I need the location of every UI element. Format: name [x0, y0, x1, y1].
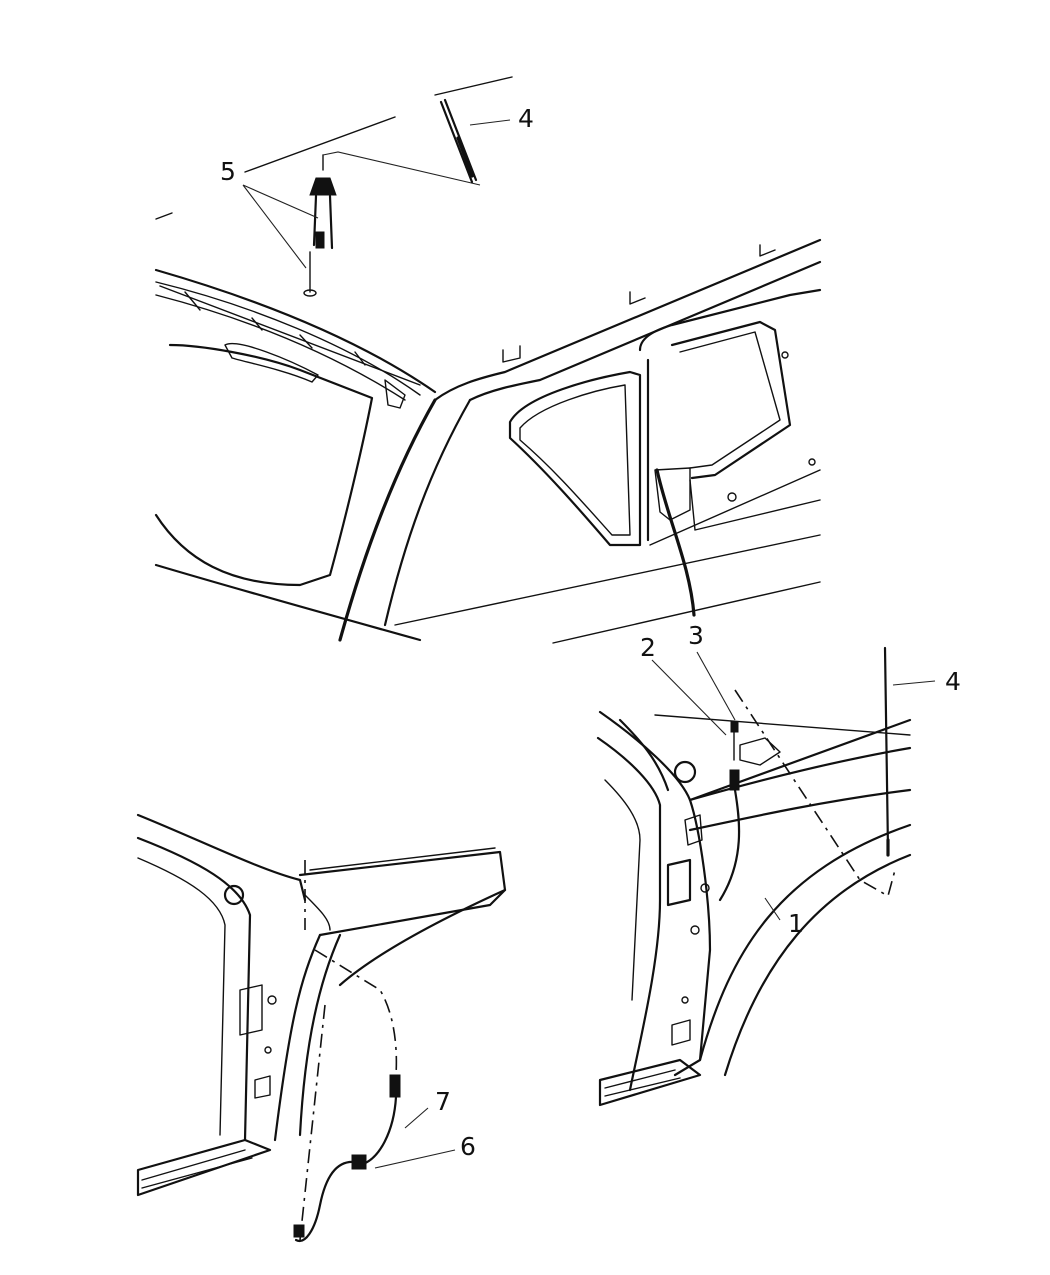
left-fender-view: [136, 813, 507, 1243]
callout-3: 3: [688, 621, 704, 650]
roof-antenna-base: [303, 151, 481, 297]
leader-lines: [242, 119, 936, 1169]
roof-and-quarter-panel-view: [154, 76, 822, 644]
callout-4-top: 4: [518, 104, 534, 133]
callout-1: 1: [788, 909, 804, 938]
callout-7: 7: [435, 1087, 451, 1116]
callout-2: 2: [640, 633, 656, 662]
callouts: 4 5 3 2 4 1 7 6: [220, 104, 961, 1161]
callout-5: 5: [220, 157, 236, 186]
right-fender-view: [596, 646, 912, 1107]
callout-6: 6: [460, 1132, 476, 1161]
antenna-mast-top: [439, 98, 478, 184]
callout-4-right: 4: [945, 667, 961, 696]
